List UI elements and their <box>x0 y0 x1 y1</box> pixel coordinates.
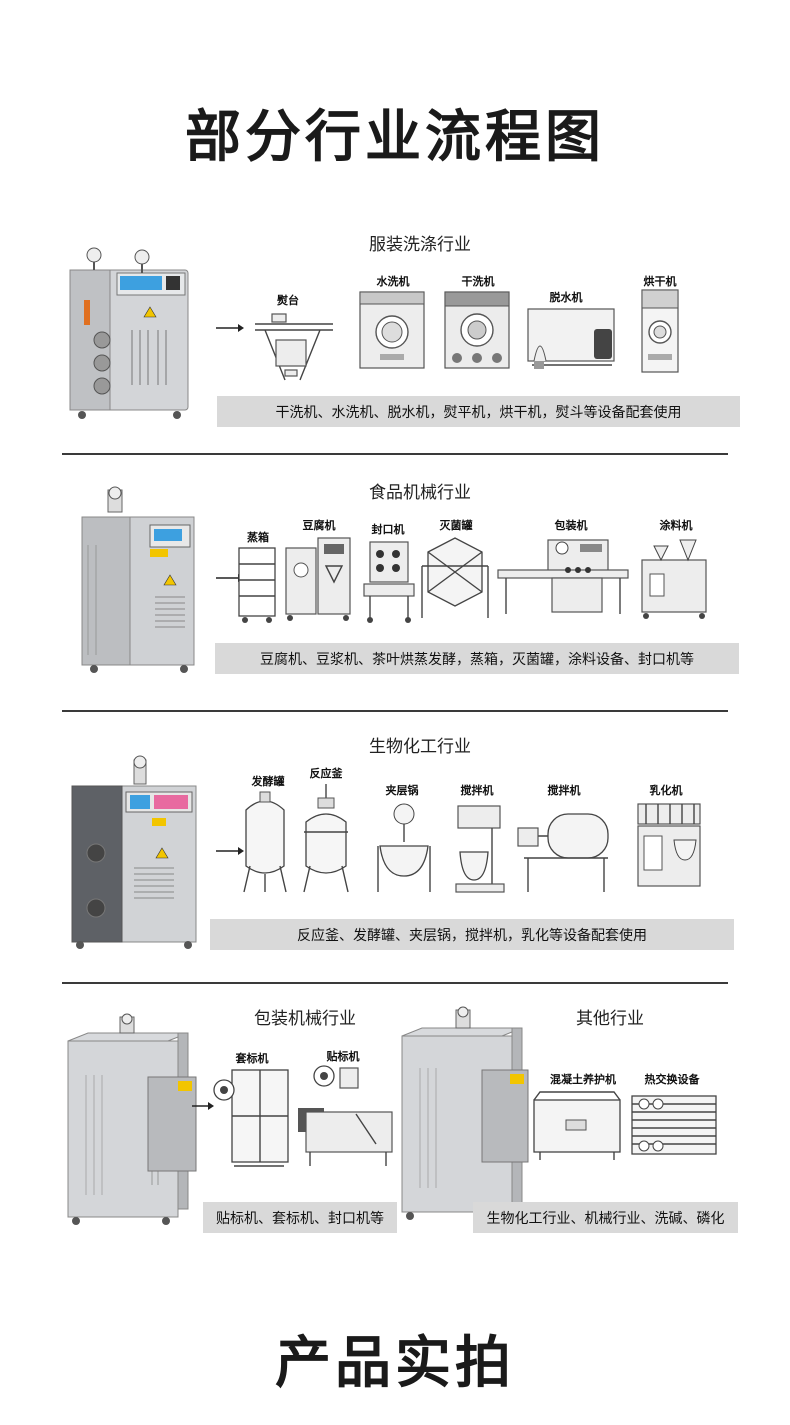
heat-exchanger-drawing <box>631 1095 717 1155</box>
machine-label: 烘干机 <box>643 275 677 288</box>
machine-label: 混凝土养护机 <box>550 1073 616 1086</box>
machine-label: 搅拌机 <box>460 784 494 797</box>
machine-label: 发酵罐 <box>251 775 285 788</box>
section-divider <box>62 982 728 984</box>
concrete-curing-machine-drawing <box>533 1091 621 1160</box>
section-caption: 贴标机、套标机、封口机等 <box>203 1202 397 1233</box>
section-caption: 干洗机、水洗机、脱水机，熨平机，烘干机，熨斗等设备配套使用 <box>217 396 740 427</box>
sealing-machine-drawing <box>363 541 415 623</box>
machine-label: 热交换设备 <box>644 1073 700 1086</box>
steam-generator-image <box>401 1006 529 1220</box>
coating-machine-drawing <box>641 539 707 619</box>
machine-label: 搅拌机 <box>547 784 581 797</box>
section-title-other: 其他行业 <box>576 1009 644 1029</box>
machine-label: 乳化机 <box>649 784 683 797</box>
section-title-food: 食品机械行业 <box>369 483 471 503</box>
section-caption: 反应釜、发酵罐、夹层锅，搅拌机，乳化等设备配套使用 <box>210 919 734 950</box>
section-caption: 豆腐机、豆浆机、茶叶烘蒸发酵，蒸箱，灭菌罐，涂料设备、封口机等 <box>215 643 739 674</box>
steam-generator-image <box>71 755 197 949</box>
section-divider <box>62 710 728 712</box>
machine-label: 熨台 <box>277 294 299 307</box>
mixer-drawing <box>455 805 505 893</box>
section-title-laundry: 服装洗涤行业 <box>369 235 471 255</box>
machine-label: 水洗机 <box>376 275 410 288</box>
jacketed-kettle-drawing <box>377 803 431 892</box>
arrow-icon <box>192 1102 214 1110</box>
reactor-drawing <box>303 784 349 893</box>
arrow-icon <box>216 847 244 855</box>
section-divider <box>62 453 728 455</box>
machine-label: 脱水机 <box>549 291 583 304</box>
washer-drawing <box>359 291 425 369</box>
sterilizer-drawing <box>421 537 489 618</box>
section-title-biochem: 生物化工行业 <box>369 737 471 757</box>
dryer-drawing <box>641 289 679 373</box>
machine-label: 封口机 <box>371 523 405 536</box>
dry-cleaner-drawing <box>444 291 510 369</box>
footer-heading: 产品实拍 <box>275 1331 515 1396</box>
emulsifier-drawing <box>637 803 701 887</box>
machine-label: 蒸箱 <box>247 531 269 544</box>
machine-label: 反应釜 <box>309 767 343 780</box>
machine-label: 包装机 <box>554 519 588 532</box>
extractor-drawing <box>527 308 615 369</box>
machine-label: 涂料机 <box>659 519 693 532</box>
machine-label: 豆腐机 <box>302 519 336 532</box>
machine-label: 灭菌罐 <box>439 519 473 532</box>
steam-box-drawing <box>238 547 276 623</box>
machine-label: 套标机 <box>235 1052 269 1065</box>
fermenter-drawing <box>243 791 287 893</box>
horizontal-mixer-drawing <box>517 813 609 892</box>
page-heading: 部分行业流程图 <box>185 105 605 170</box>
section-caption: 生物化工行业、机械行业、洗碱、磷化 <box>473 1202 738 1233</box>
machine-label: 干洗机 <box>461 275 495 288</box>
machine-label: 夹层锅 <box>385 784 419 797</box>
steam-generator-image <box>69 247 189 419</box>
tofu-machine-drawing <box>285 537 351 621</box>
steam-generator-image <box>67 1013 197 1225</box>
section-title-packaging: 包装机械行业 <box>254 1009 356 1029</box>
labeler-drawing <box>298 1065 393 1166</box>
arrow-icon <box>216 324 244 332</box>
packaging-machine-drawing <box>497 539 629 614</box>
steam-generator-image <box>81 486 195 673</box>
ironing-table-drawing <box>255 313 333 381</box>
sleeve-labeler-drawing <box>213 1069 289 1167</box>
machine-label: 贴标机 <box>326 1050 360 1063</box>
